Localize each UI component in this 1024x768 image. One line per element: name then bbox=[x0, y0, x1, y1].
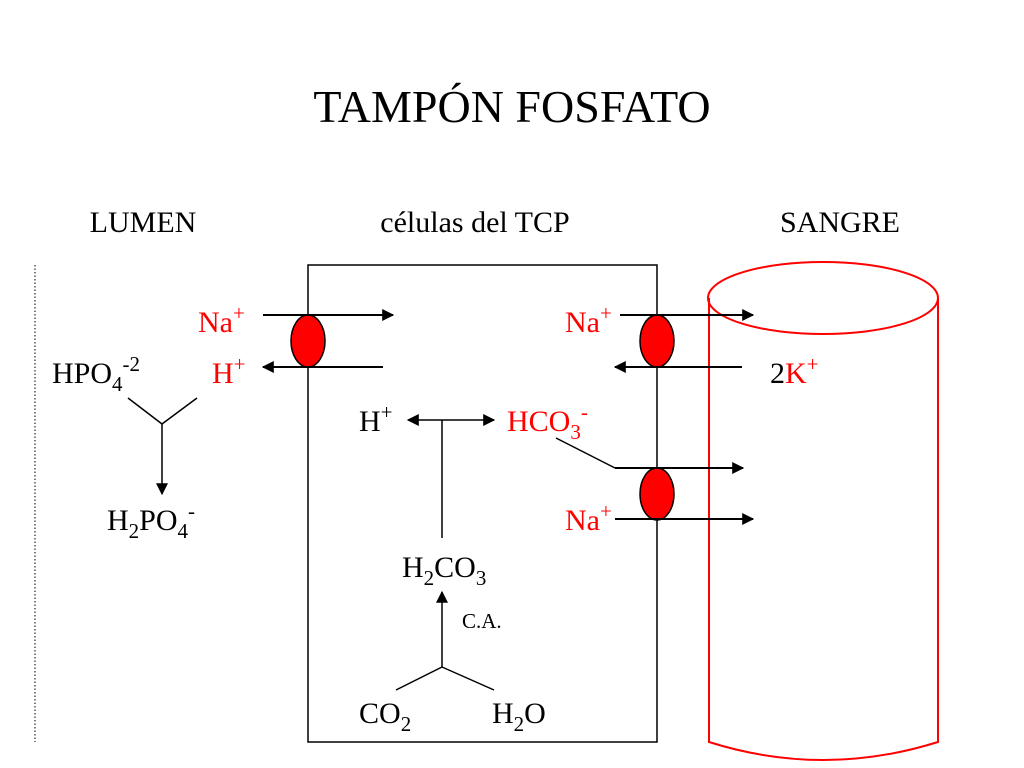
hpo4-reaction-lines bbox=[127, 397, 198, 496]
page-title: TAMPÓN FOSFATO bbox=[313, 81, 710, 132]
label-na-blood-bottom: Na+ bbox=[565, 499, 612, 537]
label-h2po4: H2PO4- bbox=[107, 499, 195, 543]
transporter-basolateral-top bbox=[639, 314, 675, 368]
label-co2: CO2 bbox=[359, 697, 411, 736]
carbonic-dissociation-lines bbox=[406, 414, 496, 538]
blood-vessel bbox=[707, 261, 939, 761]
label-h-cell: H+ bbox=[359, 400, 393, 438]
label-na-blood-top: Na+ bbox=[565, 301, 612, 339]
label-hco3: HCO3- bbox=[507, 400, 588, 444]
header-cells: células del TCP bbox=[380, 206, 569, 239]
label-k-blood: 2K+ bbox=[770, 352, 819, 390]
label-hpo4: HPO4-2 bbox=[52, 352, 140, 396]
label-h2o: H2O bbox=[492, 697, 546, 736]
label-na-lumen: Na+ bbox=[198, 301, 245, 339]
carbonic-formation-lines bbox=[395, 590, 495, 691]
header-blood: SANGRE bbox=[780, 206, 900, 239]
transporter-basolateral-bottom bbox=[639, 467, 675, 521]
label-h-lumen: H+ bbox=[212, 352, 246, 390]
transporter-lumen bbox=[290, 314, 326, 368]
hco3-to-transporter-line bbox=[555, 437, 616, 469]
label-h2co3: H2CO3 bbox=[402, 551, 486, 590]
label-carbonic-anhydrase: C.A. bbox=[462, 609, 502, 633]
header-lumen: LUMEN bbox=[90, 206, 197, 239]
